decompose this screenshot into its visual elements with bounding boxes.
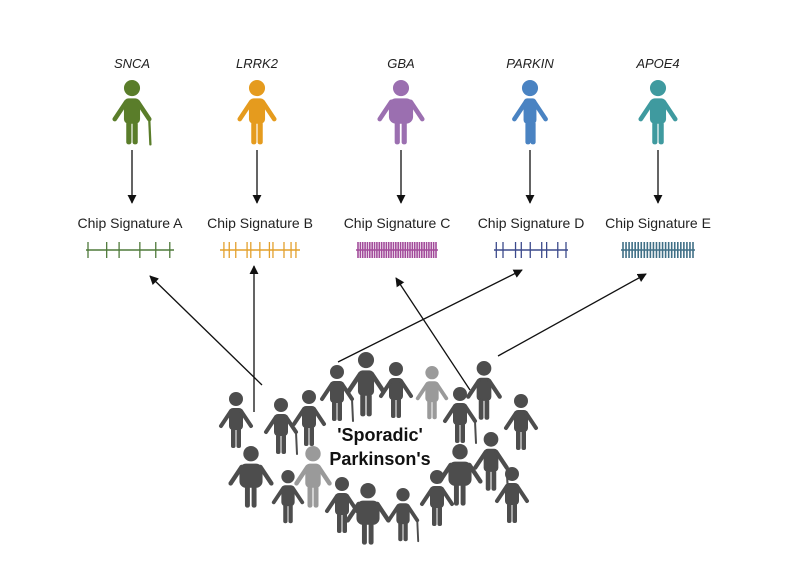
arrow-population-to-signature-d [337,269,523,363]
gene-label-snca: SNCA [113,56,151,71]
crowd-person-icon [320,365,354,422]
chip-signature-b-label: Chip Signature B [207,215,313,231]
barcode-signature-d [494,242,568,258]
arrow-population-to-signature-e [497,273,647,357]
barcode-signature-a [86,242,174,258]
gene-label-apoe4: APOE4 [636,56,680,71]
crowd-person-icon [437,444,483,506]
person-icon-snca [112,80,152,146]
crowd-person-icon [379,362,413,418]
parkinsons-label: Parkinson's [329,449,431,469]
crowd-person-icon [292,390,326,446]
crowd-person-icon [473,432,509,492]
arrow-population-to-signature-a [149,275,263,386]
crowd-person-icon [219,392,253,448]
gene-label-gba: GBA [387,56,415,71]
crowd-person-icon [386,488,420,543]
person-icon-gba [377,80,425,145]
arrow-population-to-signature-c [395,277,471,391]
person-icon-lrrk2 [237,80,277,145]
chip-signature-e-label: Chip Signature E [605,215,711,231]
crowd-person-icon [420,470,454,526]
barcode-signature-e [621,242,695,258]
crowd-person-icon [271,470,305,524]
chip-signature-d-label: Chip Signature D [477,215,585,231]
crowd-person-icon [294,446,332,508]
crowd-person-icon [325,477,359,533]
chip-signature-a-label: Chip Signature A [77,215,183,231]
gene-label-lrrk2: LRRK2 [236,56,278,71]
chip-signature-c-label: Chip Signature C [343,215,451,231]
crowd-person-icon [466,361,502,420]
crowd-person-icon [228,446,274,508]
crowd-person-icon [495,467,529,523]
person-icon-parkin [512,80,548,145]
crowd-person-icon [345,483,391,545]
barcode-signature-c [356,242,438,258]
person-icon-apoe4 [638,80,678,145]
crowd-person-icon [504,394,538,450]
crowd-person-icon [264,398,298,455]
sporadic-label: 'Sporadic' [337,425,423,445]
crowd-person-icon [443,387,477,444]
crowd-person-icon [415,366,449,420]
gene-label-parkin: PARKIN [506,56,554,71]
crowd-person-icon [346,352,386,417]
barcode-signature-b [220,242,300,258]
